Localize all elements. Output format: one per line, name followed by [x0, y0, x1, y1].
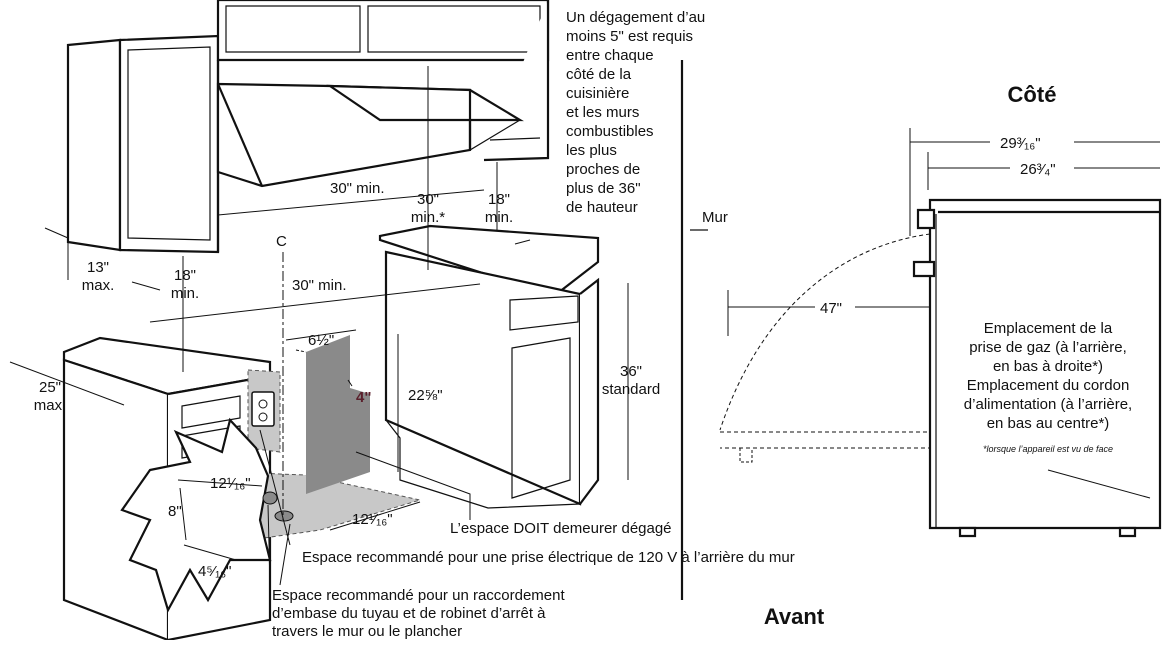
front-view-note: *lorsque l’appareil est vu de face — [983, 444, 1113, 454]
clearance-note-line: et les murs — [566, 104, 639, 121]
range-hood — [216, 82, 524, 188]
pipe-openings — [262, 491, 294, 522]
gas-note-line: Emplacement du cordon — [967, 377, 1130, 394]
gas-note-line: en bas à droite*) — [993, 358, 1103, 375]
clearance-note-line: de hauteur — [566, 199, 638, 216]
clearance-note-line: cuisinière — [566, 85, 629, 102]
clearance-note: Un dégagement d’au moins 5" est requis e… — [566, 9, 705, 216]
clearance-note-line: proches de — [566, 161, 640, 178]
clearance-note-line: Un dégagement d’au — [566, 9, 705, 26]
dim-4: 4" — [356, 389, 371, 406]
dim-25-max: max. — [34, 397, 67, 414]
dim-30-min-vertical: min.* — [411, 209, 445, 226]
wall-label: Mur — [702, 209, 728, 226]
dim-4-5-16: 4⁵⁄₁₆" — [198, 563, 232, 580]
side-dim-29: 29³⁄₁₆" — [1000, 135, 1041, 152]
dim-25-max: 25" — [39, 379, 61, 396]
dim-13-max: 13" — [87, 259, 109, 276]
must-be-clear-zone — [306, 335, 370, 494]
clearance-note-line: combustibles — [566, 123, 654, 140]
pipe-note-line: Espace recommandé pour un raccordement — [272, 587, 565, 604]
pipe-note-line: d’embase du tuyau et de robinet d’arrêt … — [272, 605, 546, 622]
dim-13-max: max. — [82, 277, 115, 294]
gas-note-line: Emplacement de la — [984, 320, 1113, 337]
gas-note-line: d’alimentation (à l’arrière, — [964, 396, 1132, 413]
dim-36-standard: standard — [602, 381, 660, 398]
dim-30-min-vertical: 30" — [417, 191, 439, 208]
clearance-note-line: côté de la — [566, 66, 632, 83]
dim-18-min-left: min. — [171, 285, 199, 302]
dim-36-standard: 36" — [620, 363, 642, 380]
clearance-note-line: les plus — [566, 142, 617, 159]
side-dim-26: 26³⁄₄" — [1020, 161, 1056, 178]
dim-12-1-16-left: 12¹⁄₁₆" — [210, 475, 251, 492]
dimension-lines — [9, 66, 629, 586]
gas-note-line: en bas au centre*) — [987, 415, 1110, 432]
must-be-clear-label: L’espace DOIT demeurer dégagé — [450, 520, 672, 537]
right-base-cabinet — [378, 224, 600, 509]
pipe-hole-floor — [274, 510, 294, 522]
pipe-note-line: travers le mur ou le plancher — [272, 623, 462, 640]
centerline-symbol: C — [276, 233, 287, 250]
clearance-note-line: moins 5" est requis — [566, 28, 693, 45]
side-dim-47: 47" — [820, 300, 842, 317]
dim-6-half: 6½" — [308, 332, 334, 349]
wall — [680, 60, 708, 600]
dim-8: 8" — [168, 503, 182, 520]
dim-30-min-hood: 30" min. — [330, 180, 385, 197]
electric-note: Espace recommandé pour une prise électri… — [302, 549, 795, 566]
dim-30-min-counter: 30" min. — [292, 277, 347, 294]
clearance-note-line: entre chaque — [566, 47, 654, 64]
cutaway-burst — [120, 417, 272, 613]
side-title: Côté — [1008, 82, 1057, 107]
electrical-outlet — [251, 391, 275, 427]
side-view: Côté 29³⁄₁₆" 26³⁄₄" 47" Emplacement de l… — [719, 82, 1162, 538]
dim-18-min-right: min. — [485, 209, 513, 226]
front-title: Avant — [764, 604, 825, 629]
clearance-note-line: plus de 36" — [566, 180, 641, 197]
dim-18-min-left: 18" — [174, 267, 196, 284]
dim-12-1-16-right: 12¹⁄₁₆" — [352, 511, 393, 528]
pipe-hole-wall — [262, 491, 278, 505]
dim-18-min-right: 18" — [488, 191, 510, 208]
dim-22-5-8: 22⅝" — [408, 387, 443, 404]
gas-note-line: prise de gaz (à l’arrière, — [969, 339, 1127, 356]
